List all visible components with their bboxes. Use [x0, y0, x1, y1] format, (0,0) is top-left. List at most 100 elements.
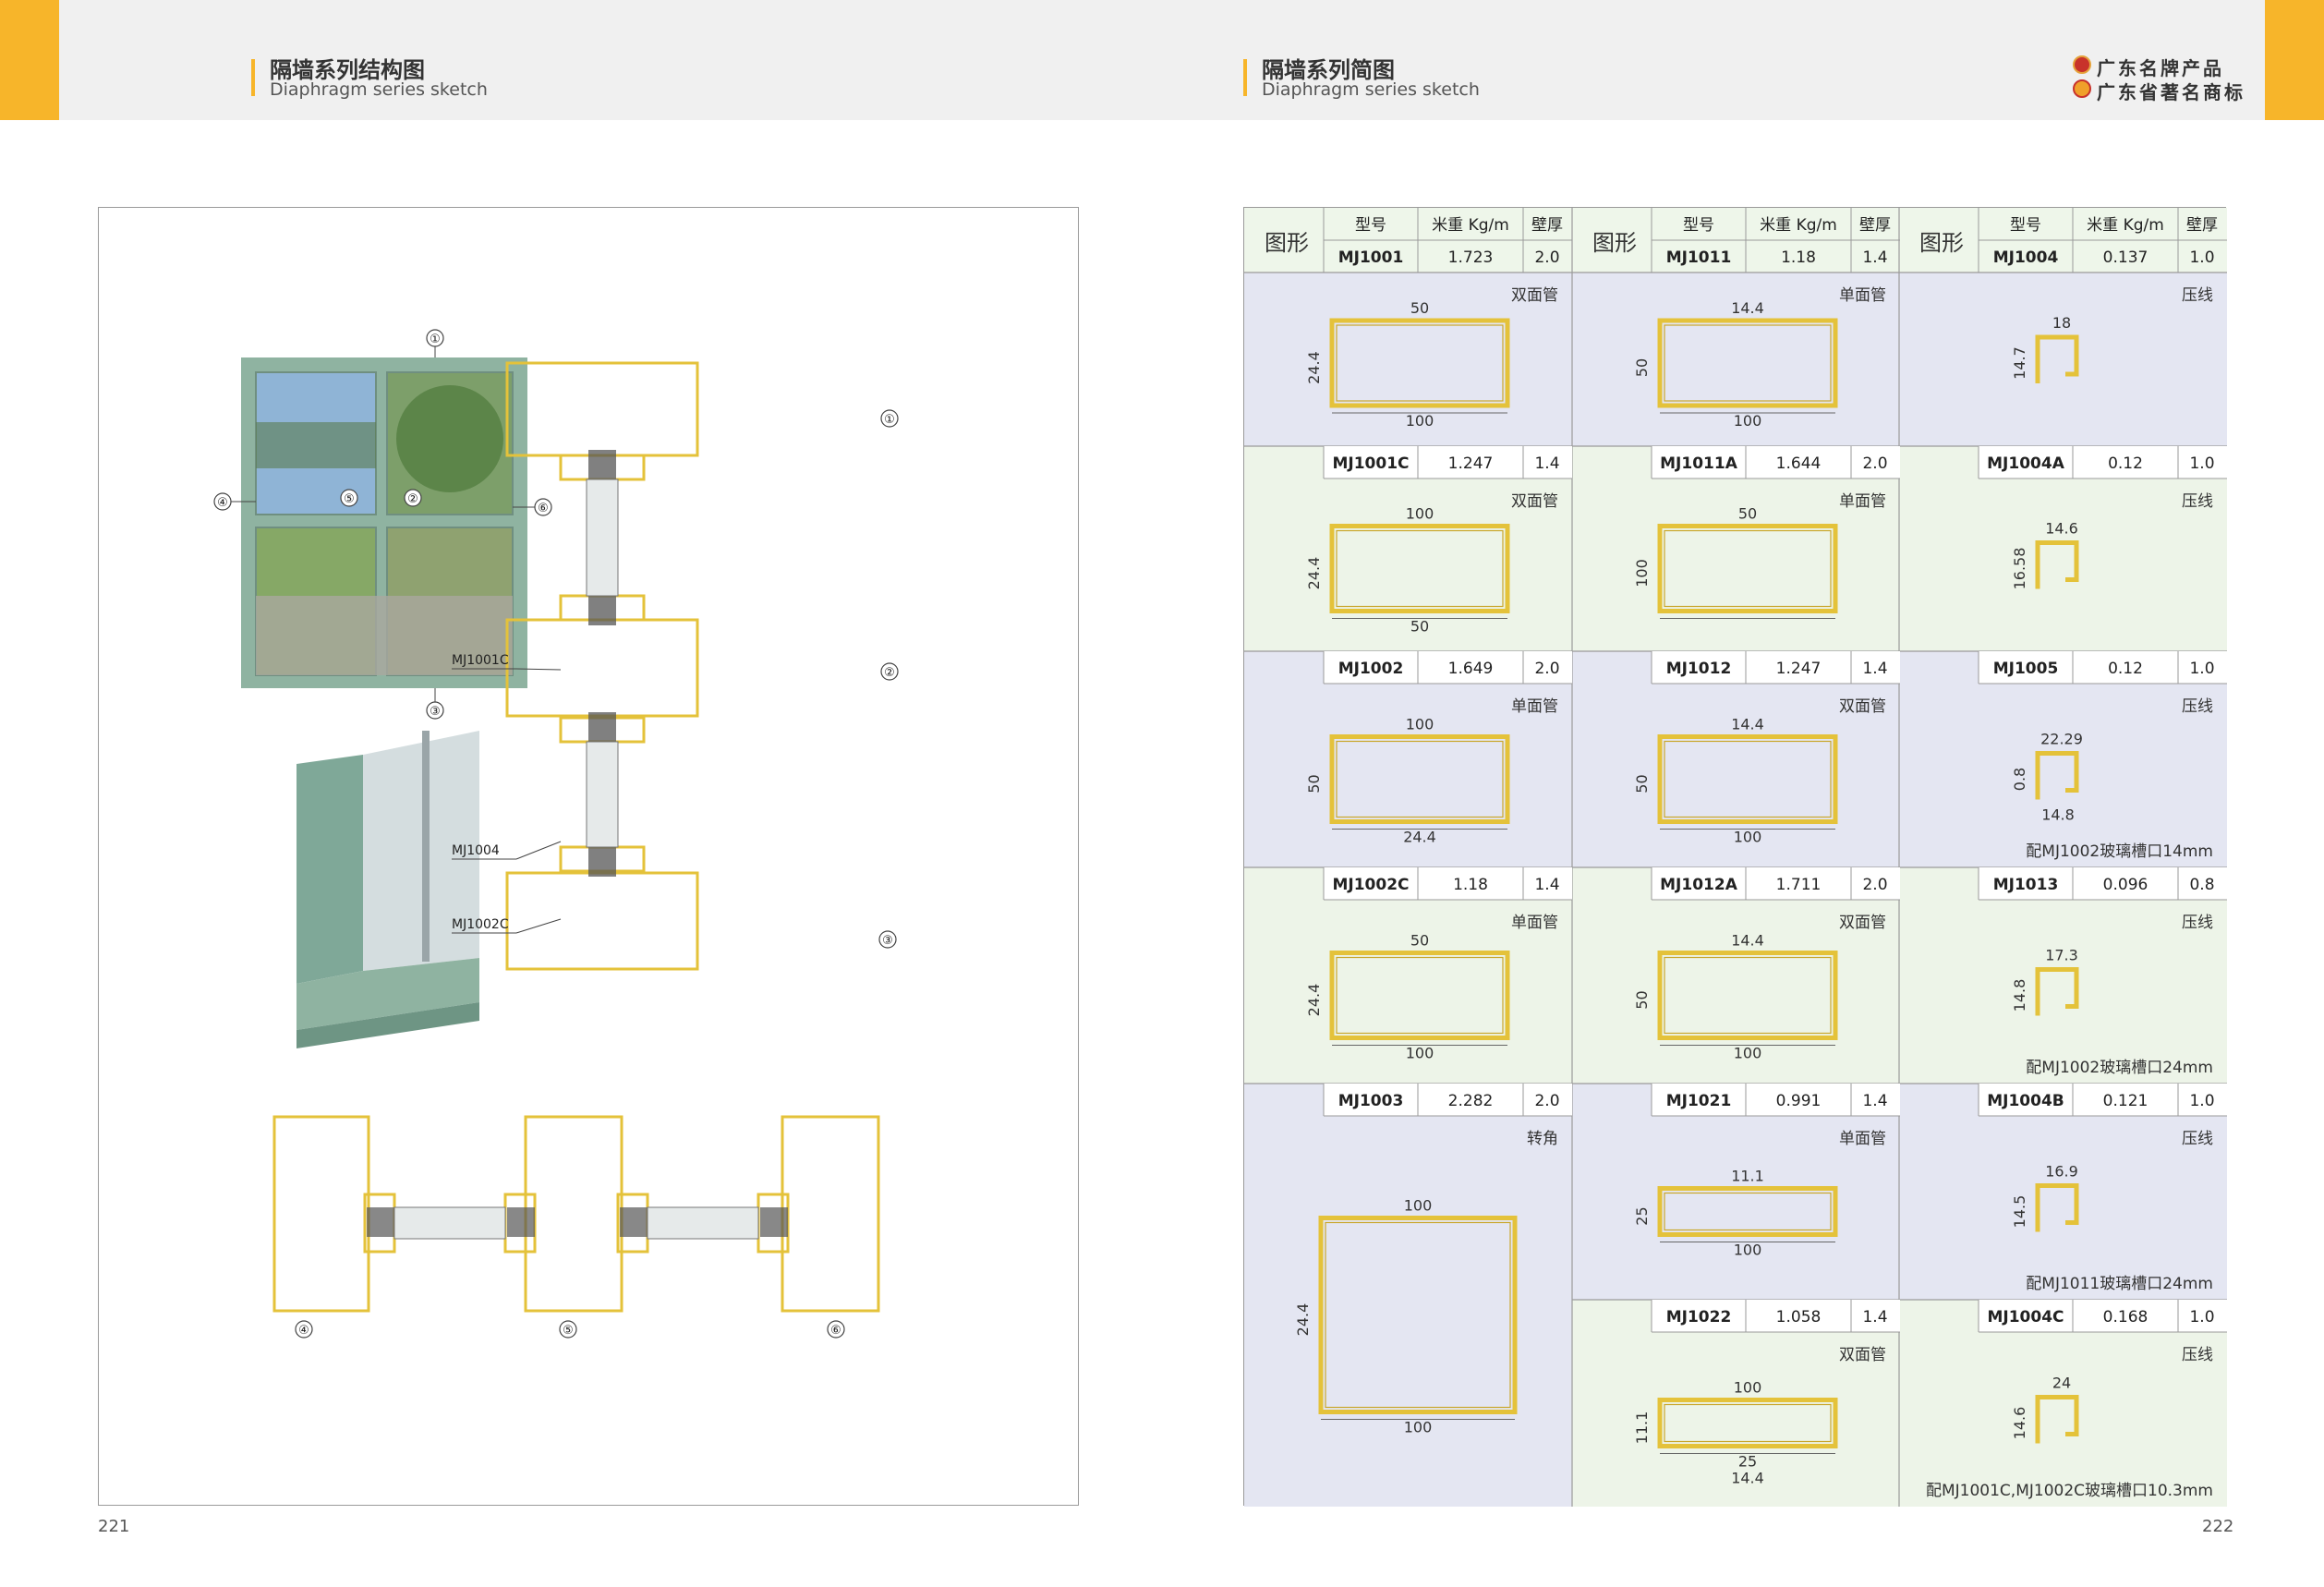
profile-outline [1318, 1216, 1518, 1414]
profile-type-label: 单面管 [1511, 914, 1558, 932]
marker-circle [404, 489, 422, 507]
unit-weight: 1.723 [1448, 248, 1494, 267]
plan-frame-block [524, 1115, 623, 1313]
wall-thickness: 0.8 [2189, 876, 2214, 894]
profile-outline [1329, 318, 1510, 408]
hill-shape [256, 422, 376, 468]
profile-render-face [297, 755, 363, 984]
wall-thickness: 2.0 [1862, 876, 1887, 894]
dimension-top: 100 [1404, 1197, 1433, 1215]
dimension-side: 100 [1633, 559, 1651, 588]
profile-inner-edge [1325, 1221, 1511, 1409]
model-code: MJ1013 [1993, 876, 2059, 894]
right-page-subtitle: Diaphragm series sketch [1262, 79, 1480, 100]
unit-weight: 0.168 [2103, 1308, 2148, 1327]
model-code: MJ1004A [1987, 454, 2065, 473]
table-cell-bg [1244, 651, 1572, 867]
profile-type-label: 单面管 [1839, 286, 1886, 305]
press-line-profile [2035, 1395, 2079, 1444]
table-cell-bg [1899, 1300, 2227, 1507]
header-model-label: 型号 [1683, 216, 1714, 235]
dimension-side: 24.4 [1305, 984, 1323, 1017]
unit-weight: 1.18 [1781, 248, 1816, 267]
unit-weight: 0.12 [2108, 660, 2143, 678]
dimension-top: 100 [1406, 716, 1434, 733]
dimension-top: 50 [1410, 932, 1429, 950]
callout-leader [515, 668, 562, 671]
section-frame-block [505, 361, 699, 457]
dimension-bottom: 100 [1734, 1045, 1762, 1062]
dimension-bottom: 100 [1734, 829, 1762, 846]
wall-thickness: 1.0 [2189, 454, 2214, 473]
table-cell-bg [1899, 446, 2227, 651]
dimension-top: 100 [1734, 1379, 1762, 1397]
plan-gasket [367, 1207, 394, 1237]
press-line-profile [2035, 751, 2079, 800]
spec-row-bg [1979, 446, 2227, 479]
press-line-profile [2035, 540, 2079, 589]
dimension-side: 50 [1633, 990, 1651, 1009]
wall-thickness: 1.4 [1862, 660, 1887, 678]
profile-type-label: 双面管 [1839, 914, 1886, 932]
profile-outline [1657, 318, 1838, 408]
wall-thickness: 1.0 [2189, 1092, 2214, 1110]
spec-row-bg [1979, 1300, 2227, 1332]
model-code: MJ1004 [1993, 248, 2059, 267]
spec-row-bg [1652, 651, 1900, 684]
section-callout-label: MJ1001C [452, 653, 509, 668]
profile-type-label: 双面管 [1511, 286, 1558, 305]
dimension-top: 14.4 [1731, 716, 1764, 733]
profile-type-label: 双面管 [1511, 492, 1558, 511]
header-weight-label: 米重 Kg/m [1760, 216, 1837, 235]
marker-circle [827, 1320, 845, 1339]
plan-glass [647, 1206, 759, 1240]
dimension-top: 22.29 [2040, 731, 2083, 748]
profile-type-label: 双面管 [1839, 1346, 1886, 1364]
profile-type-label: 单面管 [1839, 492, 1886, 511]
model-code: MJ1004B [1987, 1092, 2064, 1110]
bottom-frame-shade [297, 1002, 479, 1048]
model-code: MJ1011 [1666, 248, 1732, 267]
model-code: MJ1011A [1660, 454, 1738, 473]
profile-inner-edge [1664, 740, 1832, 818]
plan-frame-block [781, 1115, 880, 1313]
profile-note: 配MJ1001C,MJ1002C玻璃槽口10.3mm [1926, 1482, 2213, 1500]
profile-inner-edge [1336, 529, 1504, 608]
brand-line-1: 广东名牌产品 [2097, 57, 2224, 79]
section-frame-block [505, 618, 699, 718]
table-cell-bg [1572, 867, 1899, 1084]
profile-note: 配MJ1002玻璃槽口14mm [2026, 842, 2213, 861]
marker-label: ② [884, 666, 895, 680]
dimension-side: 14.5 [2011, 1195, 2028, 1229]
dimension-bottom: 14.8 [2041, 806, 2075, 824]
dimension-top: 24 [2052, 1375, 2071, 1392]
dimension-side: 25 [1633, 1206, 1651, 1225]
press-line-profile [2035, 1183, 2079, 1232]
spec-row-bg [1979, 651, 2227, 684]
dimension-side: 14.6 [2011, 1407, 2028, 1440]
table-cell-bg [1572, 1300, 1899, 1507]
spec-row-bg [1324, 446, 1572, 479]
glass-render [363, 731, 479, 971]
model-code: MJ1001 [1338, 248, 1404, 267]
plan-gasket [507, 1207, 535, 1237]
spec-row-bg [1979, 1084, 2227, 1116]
dimension-bottom: 24.4 [1403, 829, 1436, 846]
model-code: MJ1004C [1987, 1308, 2064, 1327]
section-callout-label: MJ1002C [452, 917, 509, 932]
marker-label: ① [430, 333, 441, 346]
header-weight-label: 米重 Kg/m [2087, 216, 2164, 235]
wall-thickness: 1.4 [1862, 1308, 1887, 1327]
dimension-bottom: 100 [1406, 1045, 1434, 1062]
profile-type-label: 压线 [2182, 1346, 2213, 1364]
profile-inner-edge [1336, 740, 1504, 818]
wall-thickness: 1.4 [1534, 454, 1559, 473]
unit-weight: 0.096 [2103, 876, 2148, 894]
marker-label: ① [884, 413, 895, 427]
profile-type-label: 单面管 [1839, 1130, 1886, 1148]
dimension-top: 50 [1738, 505, 1757, 523]
dimension-top: 14.6 [2045, 520, 2078, 538]
unit-weight: 1.247 [1448, 454, 1494, 473]
